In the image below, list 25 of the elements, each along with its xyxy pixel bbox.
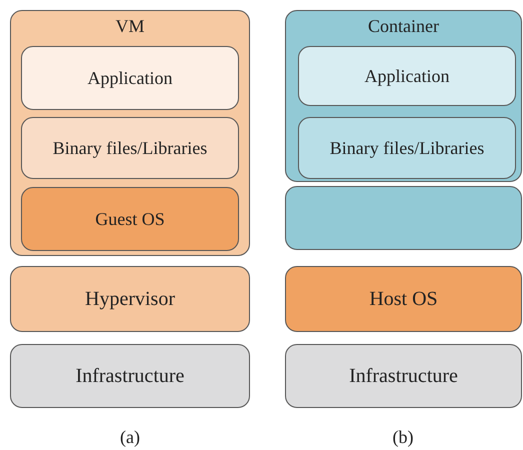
layer-label: Infrastructure xyxy=(76,364,184,388)
layer-box xyxy=(21,187,239,251)
panel-caption: (a) xyxy=(120,426,140,449)
layer-box xyxy=(298,46,516,106)
layer-box xyxy=(21,46,239,110)
layer-label: Application xyxy=(364,64,450,88)
panel-title: Container xyxy=(368,15,439,38)
layer-label: Hypervisor xyxy=(85,286,175,312)
panel-title: VM xyxy=(115,15,144,38)
layer-box xyxy=(10,344,250,408)
layer-label: Application xyxy=(88,66,172,90)
layer-label: Infrastructure xyxy=(349,364,458,388)
layer-label: Binary files/Libraries xyxy=(330,136,484,160)
layer-box xyxy=(285,266,522,332)
layer-box xyxy=(298,117,516,179)
layer-box xyxy=(285,344,522,408)
layer-label: Guest OS xyxy=(95,208,165,230)
layer-label: Binary files/Libraries xyxy=(52,136,208,160)
panel-caption: (b) xyxy=(392,426,414,449)
vm-panel xyxy=(10,10,250,256)
layer-box xyxy=(10,266,250,332)
layer-box xyxy=(21,117,239,179)
layer-label: Host OS xyxy=(369,286,438,312)
container-panel xyxy=(285,10,522,182)
layer-box xyxy=(285,186,522,250)
